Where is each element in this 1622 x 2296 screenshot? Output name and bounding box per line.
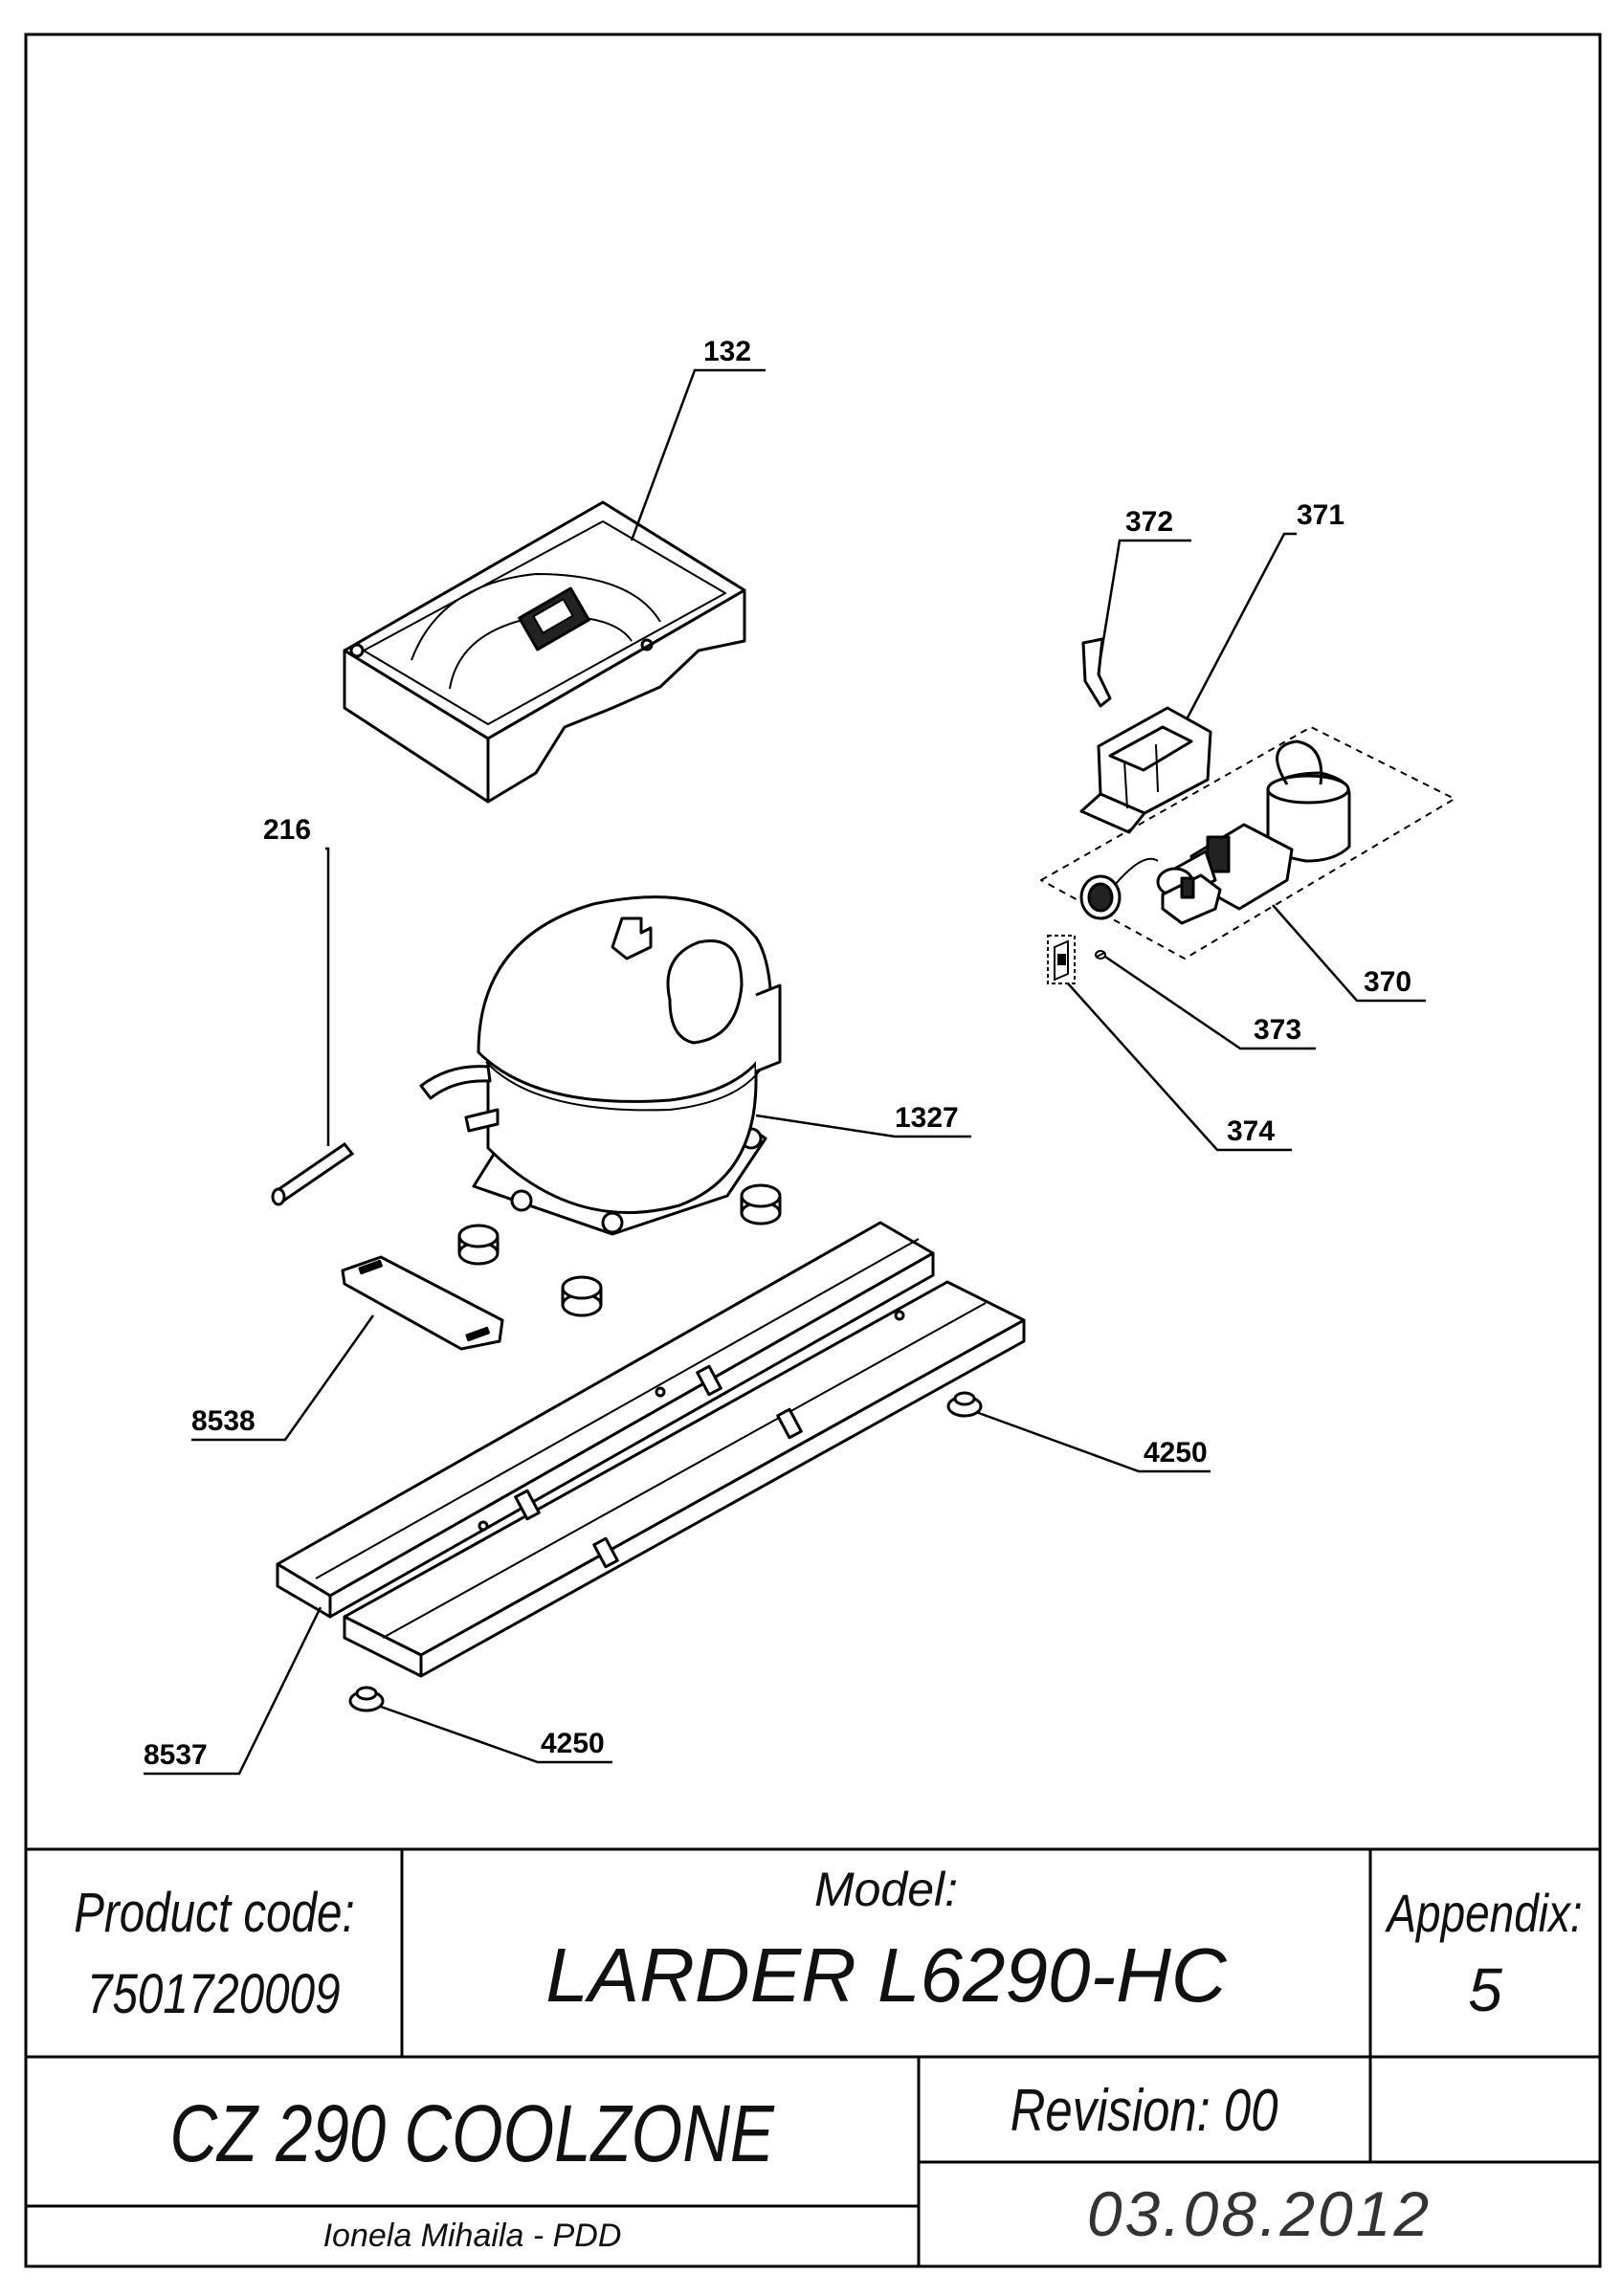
label-370: 370 (1364, 966, 1411, 998)
rubber-grommets (457, 1183, 782, 1317)
part-1327-compressor (419, 895, 782, 1236)
label-132: 132 (703, 336, 751, 367)
appendix-label: Appendix: (1387, 1883, 1584, 1944)
part-216-tube (271, 1141, 355, 1206)
part-372-clip (1081, 637, 1112, 708)
part-374-bracket (1047, 935, 1076, 984)
part-8537-base-rails (276, 1221, 1026, 1678)
date: 03.08.2012 (1086, 2178, 1433, 2250)
model-value: LARDER L6290-HC (545, 1932, 1227, 2018)
part-8538-plate (341, 1255, 504, 1351)
label-8538: 8538 (191, 1405, 256, 1437)
label-373: 373 (1254, 1014, 1301, 1046)
label-4250-bottom: 4250 (541, 1728, 605, 1759)
label-374: 374 (1227, 1115, 1275, 1147)
appendix-value: 5 (1468, 1954, 1502, 2024)
label-372: 372 (1125, 506, 1173, 538)
leader-lines (144, 368, 1426, 1776)
product-code-value: 7501720009 (87, 1963, 341, 2026)
label-1327: 1327 (895, 1102, 959, 1134)
part-370-starter-kit (1040, 726, 1455, 960)
drawing-frame (24, 33, 1602, 2268)
label-371: 371 (1297, 499, 1344, 531)
part-4250-feet (348, 1391, 983, 1712)
part-132-cover-tray (343, 500, 746, 804)
label-4250-right: 4250 (1144, 1437, 1208, 1468)
author: Ionela Mihaila - PDD (322, 2217, 622, 2254)
revision: Revision: 00 (1011, 2078, 1278, 2145)
part-labels: 132 372 371 216 370 373 1327 374 8538 42… (144, 336, 1411, 1771)
model-label: Model: (813, 1862, 959, 1916)
part-373-screw (1095, 950, 1106, 960)
label-8537: 8537 (144, 1739, 208, 1771)
part-371-relay-cover (1079, 706, 1212, 834)
product-code-label: Product code: (73, 1882, 355, 1945)
label-216: 216 (263, 814, 311, 846)
product-name: CZ 290 COOLZONE (169, 2087, 775, 2178)
